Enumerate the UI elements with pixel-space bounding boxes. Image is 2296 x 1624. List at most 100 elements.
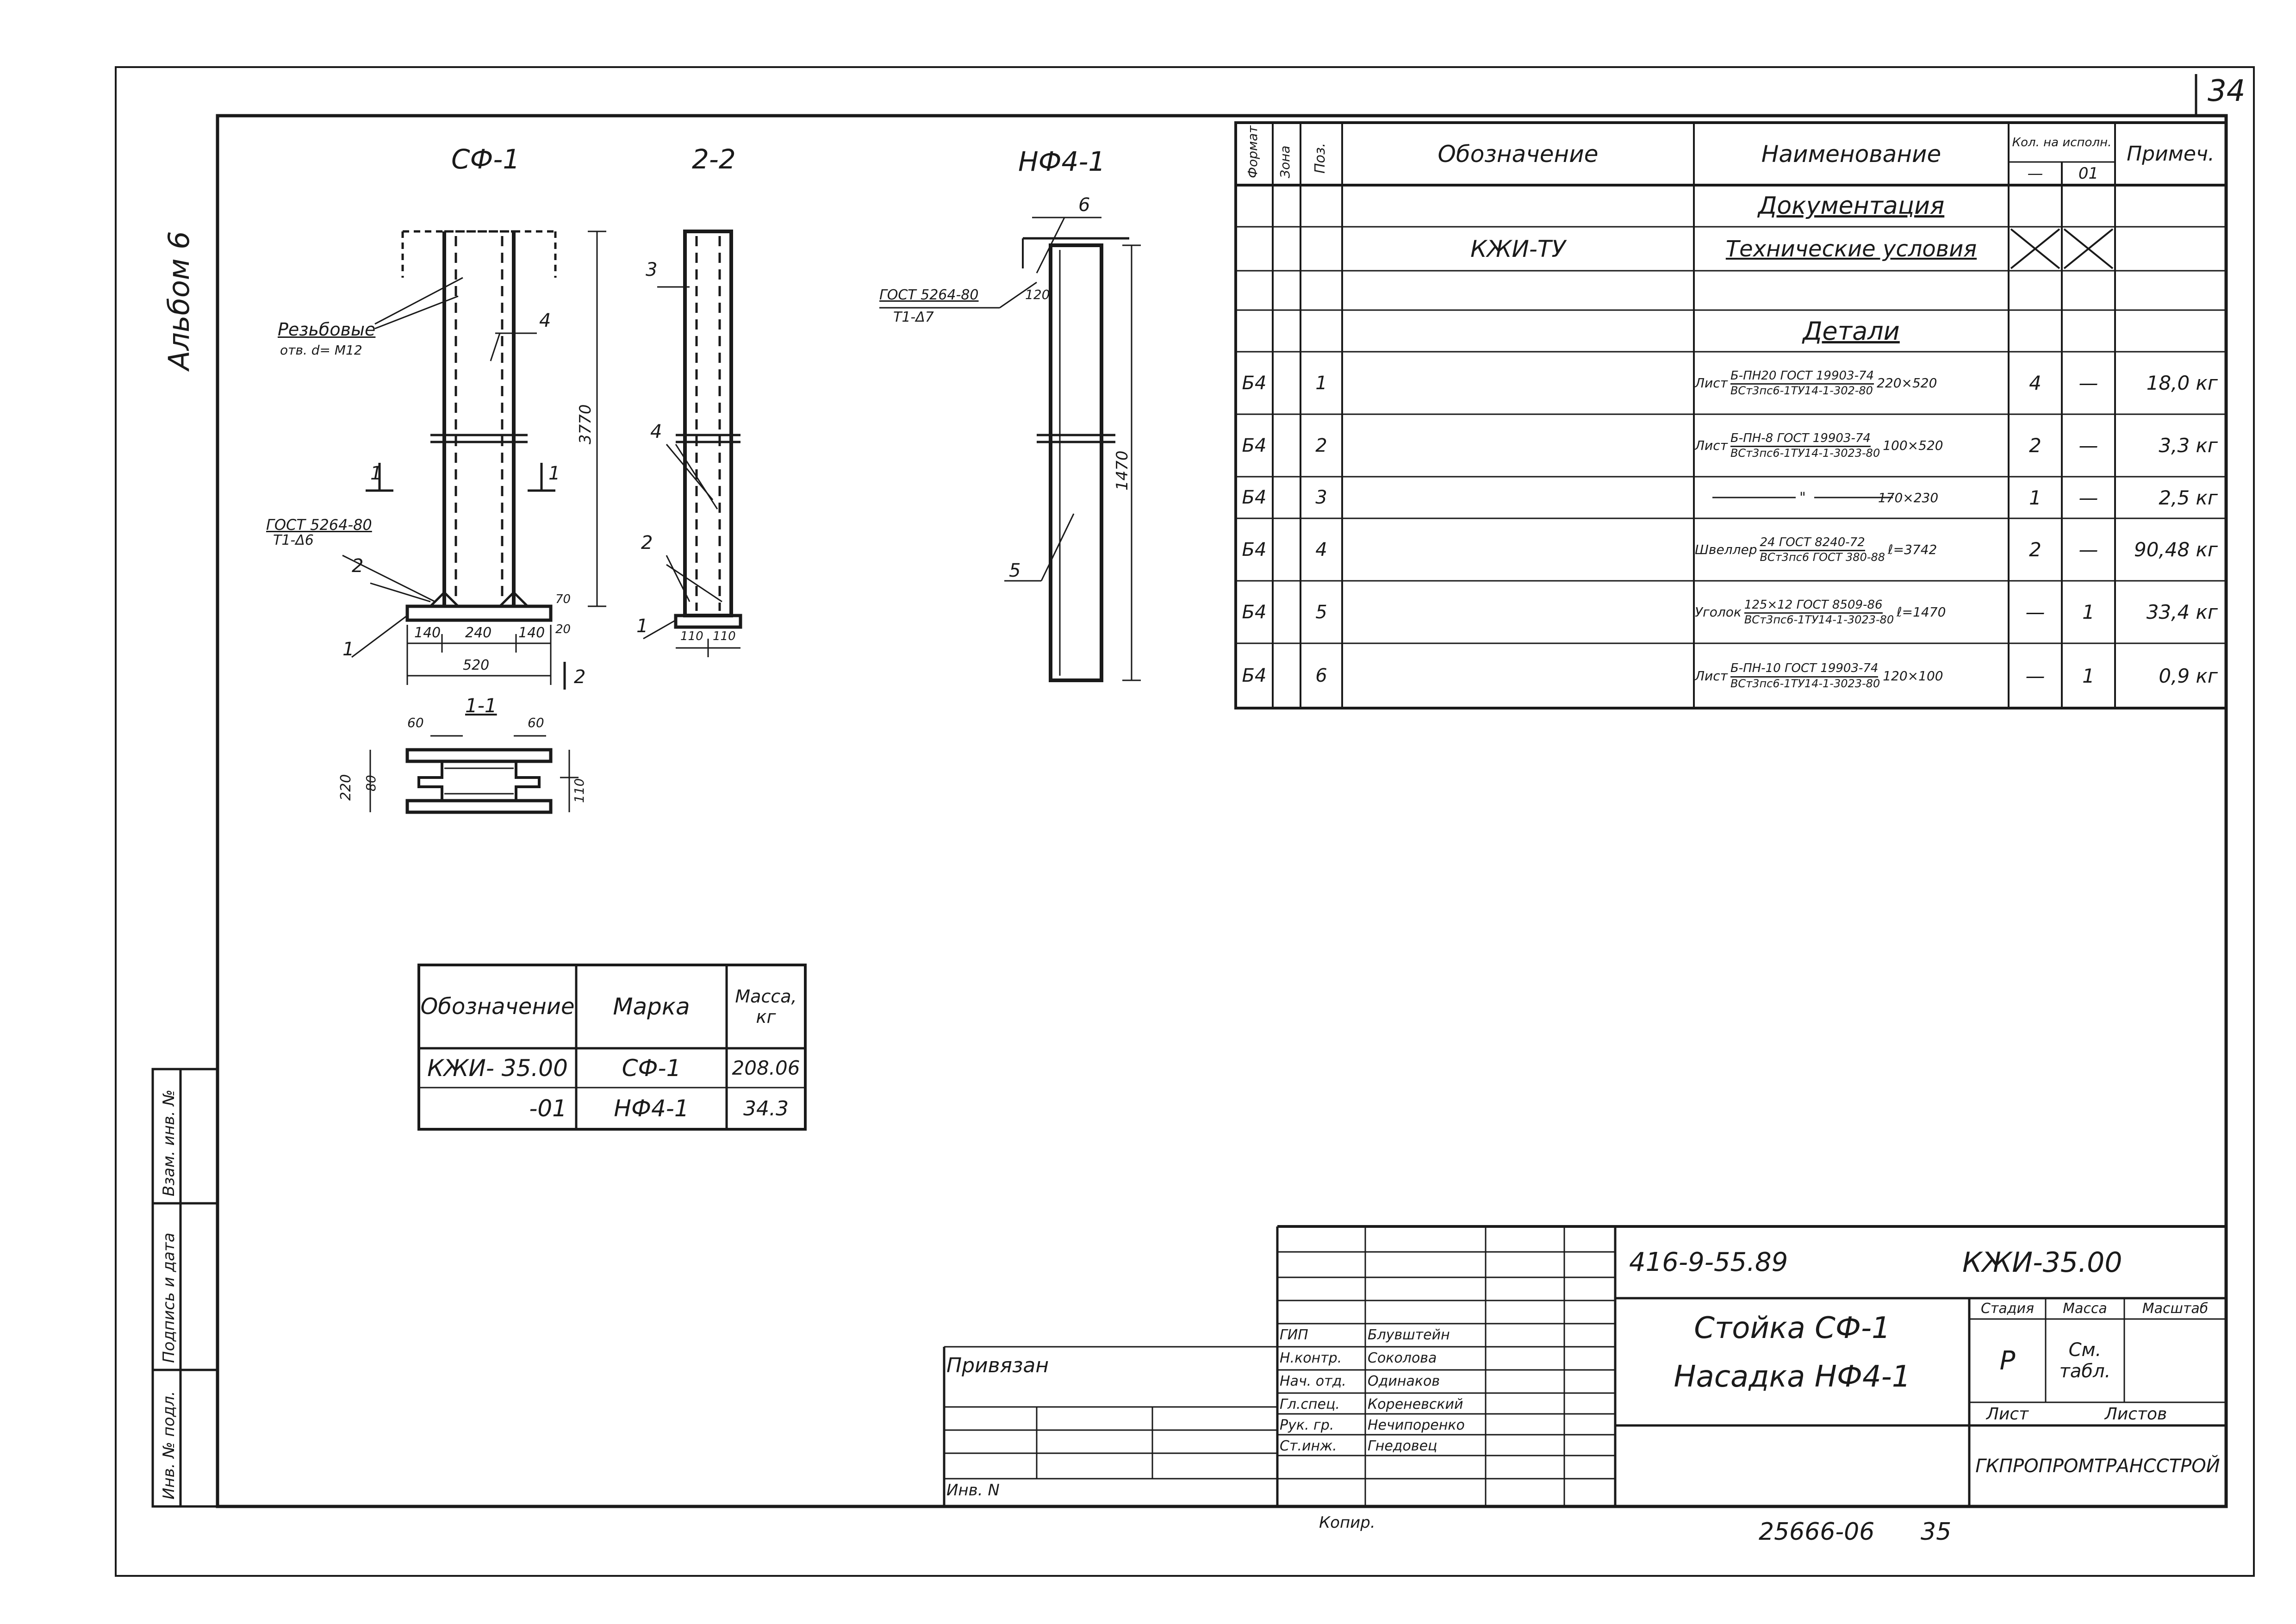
spec-row-material-num: Б-ПН-8 ГОСТ 19903-74 xyxy=(1730,431,1871,448)
spec-row-material-num: 24 ГОСТ 8240-72 xyxy=(1760,535,1865,552)
spec-row-prefix: Лист xyxy=(1695,668,1728,684)
mark-header-mark: Марка xyxy=(613,993,690,1020)
spec-header-format: Формат xyxy=(1245,125,1260,178)
pos-1-sf: 1 xyxy=(342,639,355,660)
dim-240: 240 xyxy=(465,625,492,641)
sf1-title: СФ-1 xyxy=(451,143,520,175)
side-stamp-frame xyxy=(151,1068,219,1508)
spec-row-name: "170×230 xyxy=(1695,477,2008,518)
dim-1470: 1470 xyxy=(1113,450,1132,491)
tb-stage-label: Стадия xyxy=(1980,1300,2035,1317)
mark-row2-mark: НФ4-1 xyxy=(614,1095,689,1122)
pos-4-sf: 4 xyxy=(539,310,551,331)
album-label: Альбом 6 xyxy=(162,231,196,370)
spec-row-qty-b: — xyxy=(2078,486,2098,509)
pos-4-22: 4 xyxy=(650,421,662,442)
tb-role: Нач. отд. xyxy=(1280,1373,1346,1389)
spec-row-material-den: ВСт3пс6-1ТУ14-1-3023-80 xyxy=(1730,677,1880,690)
page-number: 34 xyxy=(2208,74,2246,108)
tb-role-name: Гнедовец xyxy=(1368,1437,1437,1454)
spec-header-designation: Обозначение xyxy=(1437,140,1599,168)
spec-header-pos: Поз. xyxy=(1312,143,1328,174)
section-11 xyxy=(369,735,579,814)
spec-header-zone: Зона xyxy=(1277,145,1293,178)
spec-row-prefix: Лист xyxy=(1695,375,1728,391)
spec-row-note: 90,48 кг xyxy=(2134,538,2218,561)
spec-header-qty-a: — xyxy=(2027,164,2043,183)
tb-role-name: Кореневский xyxy=(1368,1396,1463,1412)
spec-row-format: Б4 xyxy=(1242,539,1267,560)
tb-code: КЖИ-35.00 xyxy=(1962,1246,2122,1279)
inner-frame xyxy=(216,114,2228,1508)
tb-org: ГКПРОПРОМТРАНССТРОЙ xyxy=(1975,1455,2220,1477)
dim-110a: 110 xyxy=(680,629,703,643)
sf1-elevation xyxy=(342,230,606,690)
spec-row-prefix: Уголок xyxy=(1695,604,1742,620)
spec-row-size: 100×520 xyxy=(1883,438,1943,453)
dim-120: 120 xyxy=(1025,287,1050,302)
dim-520: 520 xyxy=(463,657,490,673)
weld-note-sf-sub: Т1-Δ6 xyxy=(273,532,314,548)
dim-140a: 140 xyxy=(414,625,441,641)
mark-row1-mark: СФ-1 xyxy=(622,1054,681,1082)
tb-sheets-label: Листов xyxy=(2104,1404,2167,1424)
dim-70: 70 xyxy=(555,592,571,606)
weld-note-sf: ГОСТ 5264-80 xyxy=(266,516,372,534)
spec-header-qty-b: 01 xyxy=(2078,164,2099,183)
spec-doc-name: Технические условия xyxy=(1725,236,1977,262)
nf41-title: НФ4-1 xyxy=(1018,146,1106,177)
section11-title: 1-1 xyxy=(465,694,497,717)
tb-role-name: Соколова xyxy=(1368,1350,1437,1366)
spec-row-qty-a: 2 xyxy=(2029,538,2041,561)
tb-mass-label: Масса xyxy=(2063,1300,2107,1317)
section22-title: 2-2 xyxy=(692,143,736,175)
spec-row-format: Б4 xyxy=(1242,435,1267,456)
spec-row-note: 0,9 кг xyxy=(2159,664,2218,687)
dim-110c: 110 xyxy=(572,778,587,803)
spec-row-pos: 6 xyxy=(1315,665,1327,686)
title-block-grid xyxy=(943,1225,2226,1506)
spec-row-note: 18,0 кг xyxy=(2146,372,2218,394)
pos-2-22: 2 xyxy=(641,532,653,554)
side-inv-orig: Инв. № подл. xyxy=(160,1391,178,1500)
spec-row-pos: 5 xyxy=(1315,601,1327,623)
spec-row-pos: 1 xyxy=(1315,372,1327,394)
spec-row-ditto: " xyxy=(1799,489,1806,506)
spec-table-grid xyxy=(1234,121,2228,709)
tb-project: 416-9-55.89 xyxy=(1629,1247,1788,1277)
spec-header-note: Примеч. xyxy=(2127,142,2215,166)
tb-role-name: Нечипоренко xyxy=(1368,1417,1465,1433)
pos-2-sf: 2 xyxy=(352,555,364,577)
tb-role: Ст.инж. xyxy=(1280,1437,1337,1454)
spec-row-format: Б4 xyxy=(1242,372,1267,394)
spec-row-material-den: ВСт3пс6-1ТУ14-1-302-80 xyxy=(1730,384,1873,398)
spec-row-qty-b: — xyxy=(2078,538,2098,561)
sec-1-right: 1 xyxy=(548,463,560,484)
spec-row-format: Б4 xyxy=(1242,601,1267,623)
mark-row1-designation: КЖИ- 35.00 xyxy=(427,1054,568,1082)
tb-role: Гл.спец. xyxy=(1280,1396,1340,1412)
mark-header-designation: Обозначение xyxy=(420,994,575,1020)
tb-mass-value: См. табл. xyxy=(2059,1339,2111,1382)
pos-6-nf: 6 xyxy=(1078,194,1090,216)
dim-3770: 3770 xyxy=(576,404,595,444)
tb-inv-n: Инв. N xyxy=(946,1481,1000,1500)
spec-row-material-num: Б-ПН20 ГОСТ 19903-74 xyxy=(1730,369,1874,385)
pos-3-22: 3 xyxy=(646,259,658,280)
spec-row-format: Б4 xyxy=(1242,665,1267,686)
tb-sheet-label: Лист xyxy=(1986,1404,2029,1424)
nf41-elevation xyxy=(879,217,1141,682)
mark-row1-mass: 208.06 xyxy=(732,1057,800,1079)
section-22 xyxy=(643,230,742,657)
tb-privyazan: Привязан xyxy=(946,1354,1049,1377)
spec-row-prefix: Лист xyxy=(1695,438,1728,453)
outer-border xyxy=(115,66,2255,1577)
pos-5-nf: 5 xyxy=(1009,560,1021,581)
